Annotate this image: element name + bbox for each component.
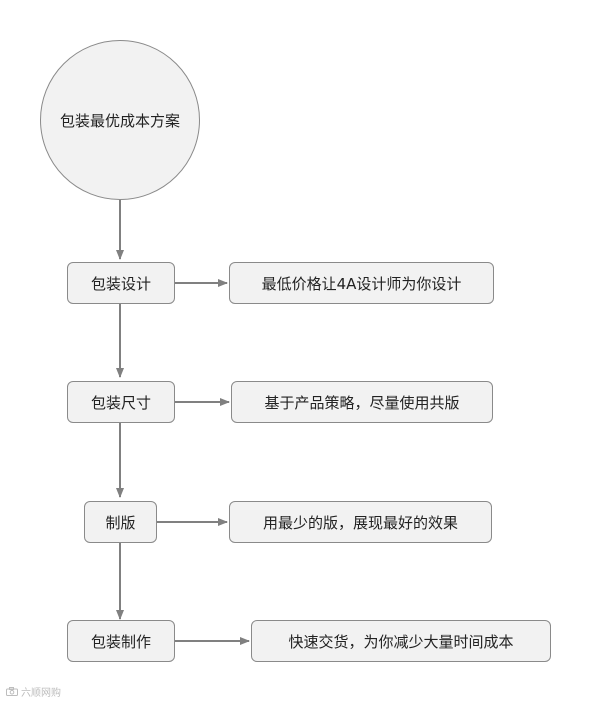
description-node-label: 快速交货，为你减少大量时间成本 <box>288 632 514 651</box>
step-node-design: 包装设计 <box>67 262 175 304</box>
camera-logo-icon <box>6 687 18 696</box>
step-node-label: 制版 <box>105 513 136 532</box>
description-node-size: 基于产品策略，尽量使用共版 <box>231 381 493 423</box>
step-node-label: 包装尺寸 <box>90 393 151 412</box>
step-node-plate-making: 制版 <box>84 501 157 543</box>
watermark: 六顺网购 <box>6 684 61 699</box>
step-node-label: 包装制作 <box>90 632 151 651</box>
step-node-size: 包装尺寸 <box>67 381 175 423</box>
description-node-label: 用最少的版，展现最好的效果 <box>262 513 458 532</box>
description-node-plate-making: 用最少的版，展现最好的效果 <box>229 501 492 543</box>
watermark-text: 六顺网购 <box>21 688 61 699</box>
description-node-production: 快速交货，为你减少大量时间成本 <box>251 620 551 662</box>
step-node-production: 包装制作 <box>67 620 175 662</box>
description-node-design: 最低价格让4A设计师为你设计 <box>229 262 494 304</box>
description-node-label: 最低价格让4A设计师为你设计 <box>261 274 462 293</box>
step-node-label: 包装设计 <box>90 274 151 293</box>
description-node-label: 基于产品策略，尽量使用共版 <box>264 393 460 412</box>
start-node-label: 包装最优成本方案 <box>59 111 180 130</box>
start-node: 包装最优成本方案 <box>40 40 200 200</box>
